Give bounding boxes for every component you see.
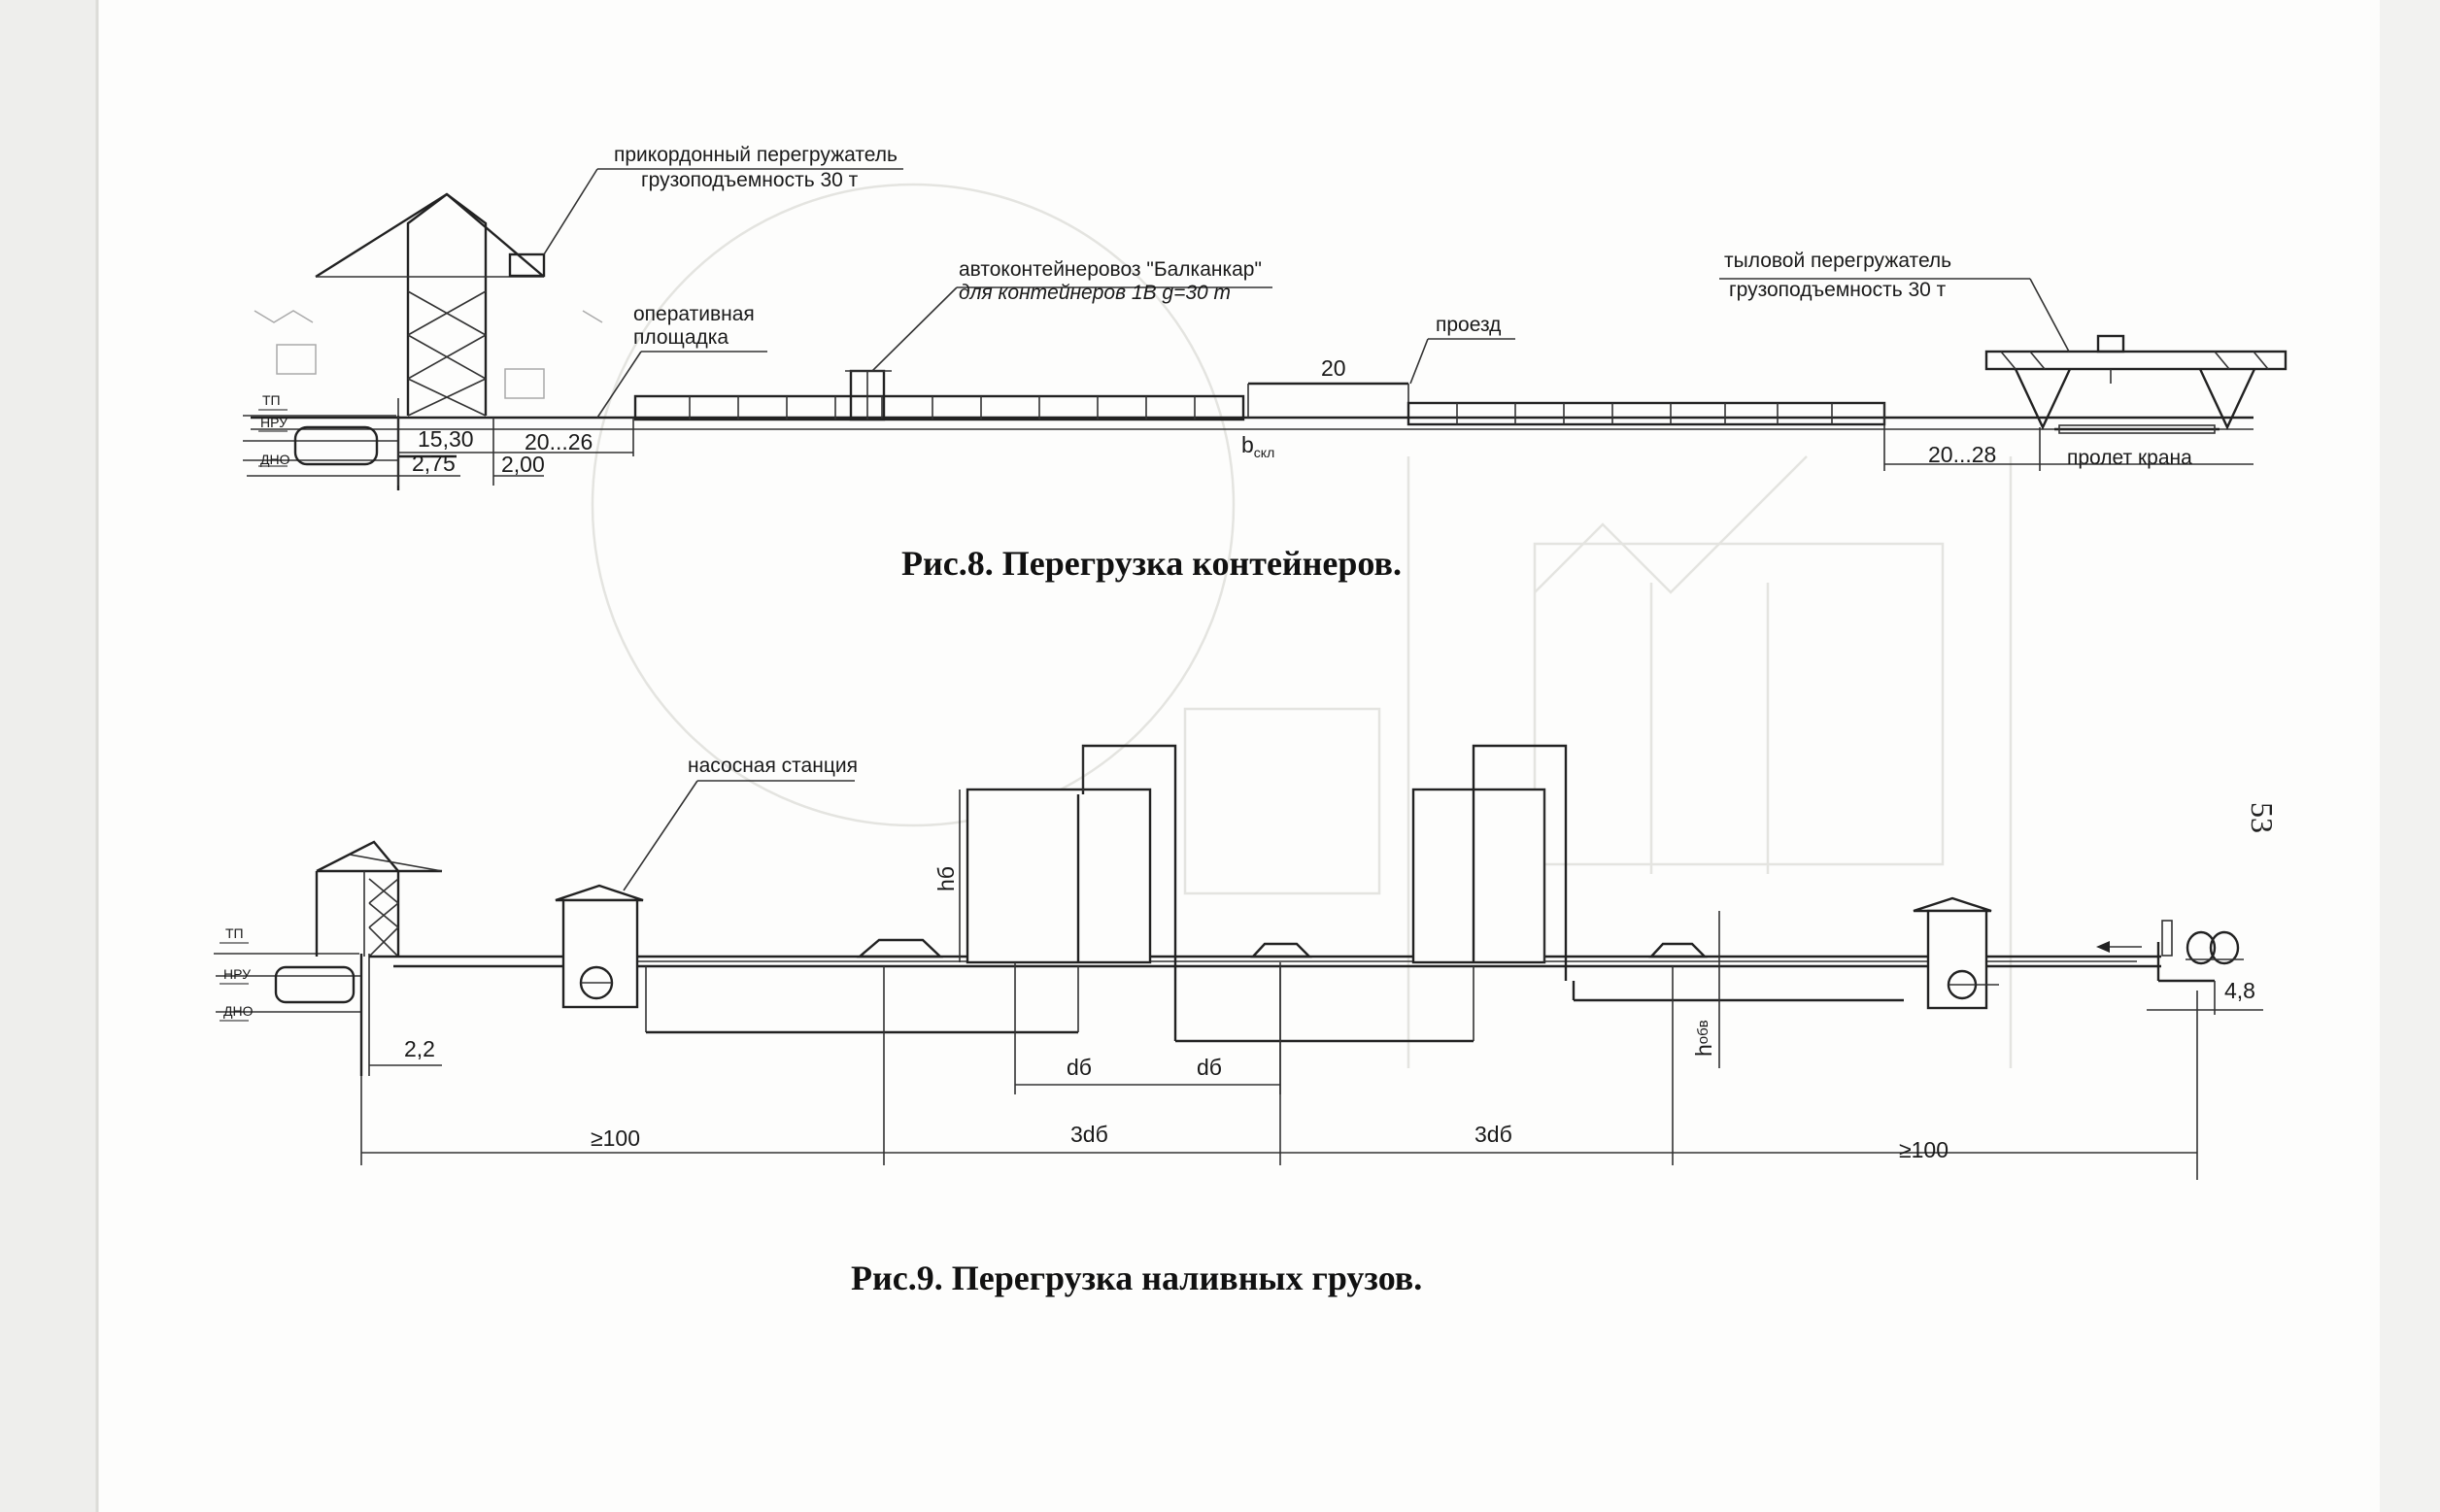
page-number: 53 — [2245, 802, 2280, 833]
quay-crane-label-1: прикордонный перегружатель — [614, 144, 898, 166]
operative-area-label-1: оперативная — [633, 303, 755, 325]
container-stack-right — [1406, 401, 1886, 426]
ship-hull — [293, 425, 379, 466]
pump-station-label: насосная станция — [688, 755, 858, 777]
dim-3db-left: 3dб — [1070, 1122, 1108, 1147]
water-level-markers-fig9: ТП НРУ ДНО — [220, 925, 254, 1022]
svg-text:НРУ: НРУ — [260, 415, 288, 430]
dimensions-fig9 — [360, 790, 2263, 1180]
dim-hb: hб — [933, 866, 959, 891]
passage-label: проезд — [1436, 314, 1501, 336]
carrier-label-1: автоконтейнеровоз "Балканкар" — [959, 258, 1262, 281]
tank-cars — [2096, 920, 2244, 983]
figure-9-caption: Рис.9. Перегрузка наливных грузов. — [851, 1259, 1422, 1297]
bleed-through-ghost — [591, 183, 2013, 1068]
pipe-supports — [856, 938, 1708, 958]
carrier-label-2: для контейнеров 1В g=30 т — [959, 282, 1231, 304]
quay-crane-label-2: грузоподъемность 30 т — [641, 169, 859, 191]
pump-station-left — [555, 884, 644, 1009]
dim-2-75: 2,75 — [412, 451, 456, 476]
container-row — [1406, 401, 1886, 426]
svg-text:ДНО: ДНО — [223, 1003, 254, 1019]
dim-db-right: dб — [1197, 1055, 1222, 1080]
pump-station-right — [1913, 896, 1999, 1010]
storage-tank-1 — [966, 744, 1177, 981]
tanker-hull — [274, 965, 356, 1004]
rear-gantry-crane — [1984, 334, 2288, 434]
dim-h-obv: hобв — [1691, 1020, 1716, 1057]
dim-3db-right: 3dб — [1474, 1122, 1512, 1147]
right-scan-margin — [2380, 0, 2440, 1512]
dim-20: 20 — [1321, 355, 1346, 381]
storage-tank-2 — [1411, 744, 1568, 981]
dim-20-28: 20...28 — [1928, 442, 1996, 467]
container-stack-left — [633, 394, 1245, 421]
container-carrier-balkancar — [845, 369, 892, 421]
operative-area-label-2: площадка — [633, 326, 729, 349]
svg-text:ДНО: ДНО — [260, 452, 290, 467]
left-scan-margin — [0, 0, 97, 1512]
dim-b-storage: bскл — [1241, 432, 1274, 460]
water-level-markers: ТП НРУ ДНО — [258, 392, 290, 467]
svg-text:НРУ: НРУ — [223, 966, 251, 982]
dim-2-2: 2,2 — [404, 1036, 435, 1061]
svg-text:ТП: ТП — [262, 392, 281, 408]
rear-crane-label-2: грузоподъемность 30 т — [1729, 279, 1947, 301]
dim-ge100-left: ≥100 — [591, 1126, 640, 1151]
dim-db-left: dб — [1067, 1055, 1092, 1080]
container-row — [633, 394, 1245, 421]
figure-9-liquid-cargo-transshipment: ТП НРУ ДНО — [214, 744, 2263, 1297]
rear-crane-label-1: тыловой перегружатель — [1724, 250, 1951, 272]
figure-8-caption: Рис.8. Перегрузка контейнеров. — [901, 544, 1402, 583]
dim-4-8: 4,8 — [2224, 978, 2255, 1003]
crane-span-label: пролет крана — [2067, 447, 2192, 469]
dim-20-26: 20...26 — [525, 429, 593, 454]
quay-gantry-crane — [315, 192, 546, 417]
svg-text:ТП: ТП — [225, 925, 244, 941]
dim-2-00: 2,00 — [501, 452, 545, 477]
leader-lines-fig8 — [543, 168, 2070, 419]
loading-arm-tower — [315, 840, 443, 958]
figure-8-container-transshipment: ТП НРУ ДНО — [243, 144, 2288, 583]
dim-ge100-right: ≥100 — [1899, 1137, 1949, 1162]
dim-15-30: 15,30 — [418, 426, 474, 452]
